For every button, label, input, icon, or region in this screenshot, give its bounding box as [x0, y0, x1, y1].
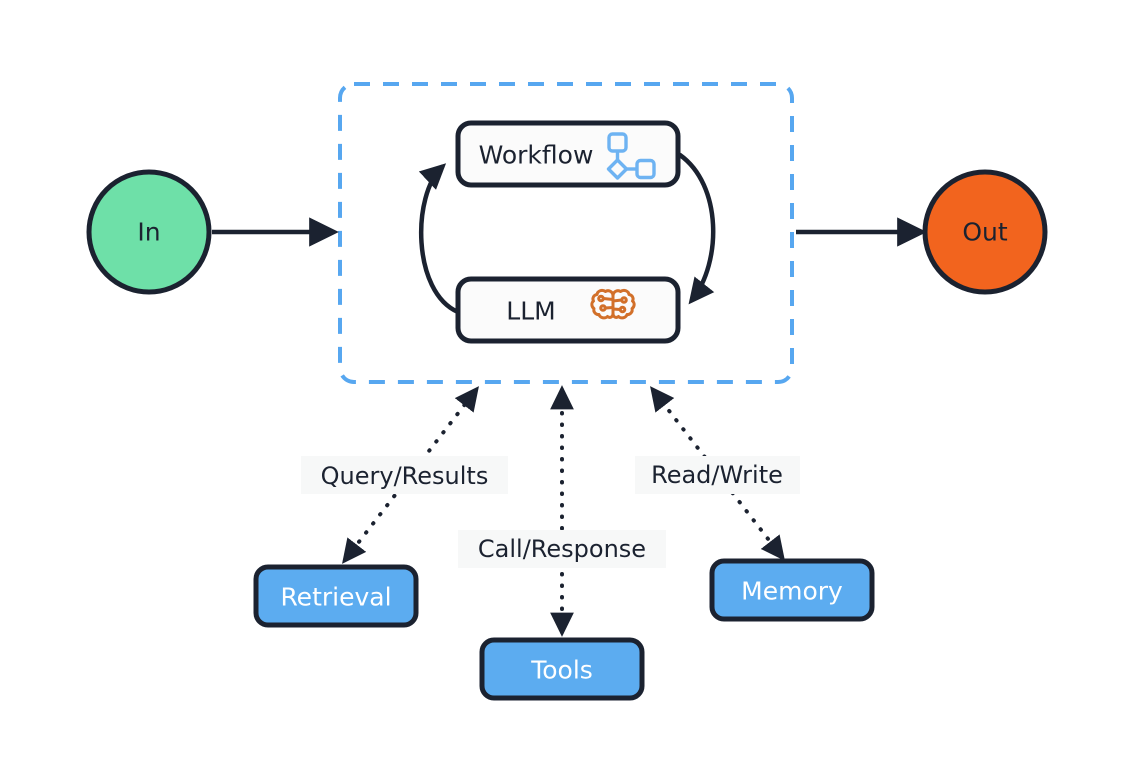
edge-label-memory: Read/Write	[651, 461, 783, 489]
output-node-label: Out	[962, 218, 1008, 247]
workflow-node-box[interactable]	[455, 120, 681, 188]
edge-label-tools-bg	[458, 530, 666, 568]
edge-label-tools: Call/Response	[478, 535, 646, 563]
edge-label-retrieval-bg	[301, 456, 508, 494]
edge-agent-retrieval	[342, 386, 479, 564]
edge-llm-to-workflow	[418, 163, 461, 315]
agent-boundary-dashed-box	[338, 82, 794, 384]
tools-node-label: Tools	[530, 656, 593, 685]
edge-workflow-to-llm	[677, 152, 716, 305]
workflow-graph-icon	[606, 132, 656, 180]
tools-node-box[interactable]	[479, 637, 645, 701]
llm-node-box[interactable]	[455, 276, 681, 344]
retrieval-node-box[interactable]	[253, 564, 419, 628]
llm-node-label: LLM	[506, 297, 555, 326]
memory-node-box[interactable]	[709, 558, 875, 622]
edge-label-retrieval: Query/Results	[321, 462, 489, 490]
edge-label-memory-bg	[635, 456, 800, 494]
brain-icon	[590, 288, 636, 320]
memory-node-label: Memory	[741, 577, 843, 606]
workflow-node-label: Workflow	[479, 141, 594, 170]
retrieval-node-label: Retrieval	[280, 583, 391, 612]
input-node-label: In	[137, 218, 160, 247]
input-node-circle[interactable]	[86, 169, 212, 295]
